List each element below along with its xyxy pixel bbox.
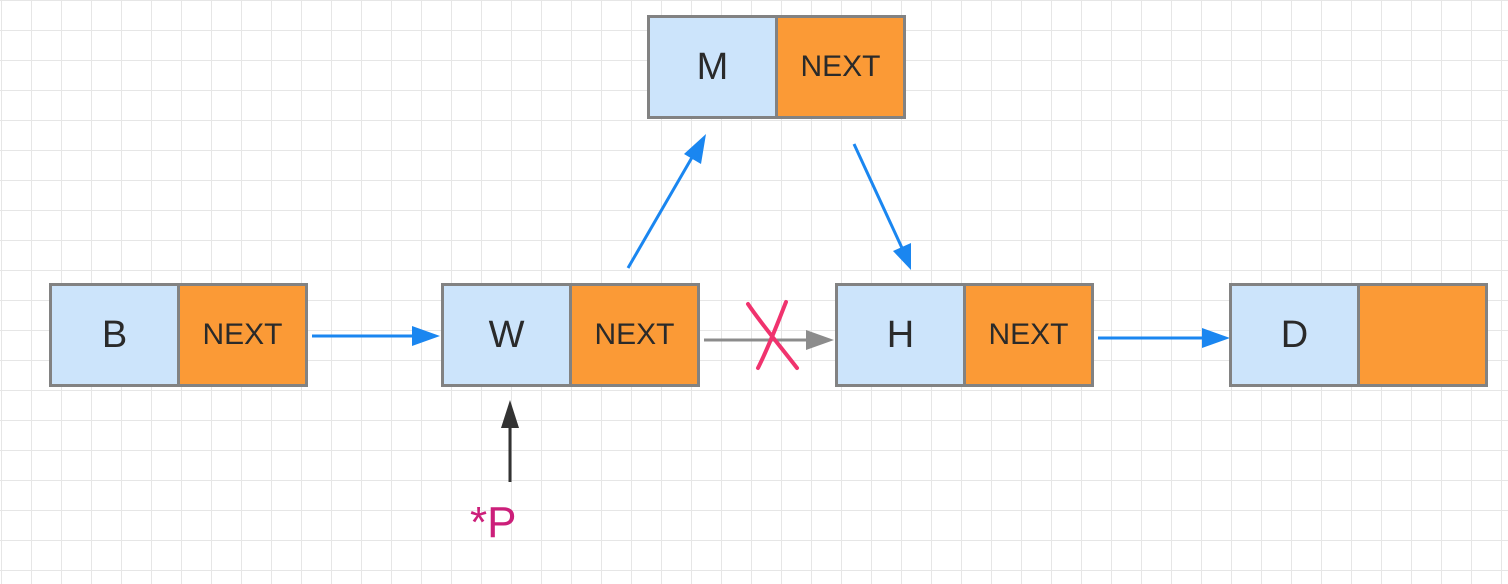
node-m: M NEXT	[647, 15, 907, 119]
arrow-b-to-w	[312, 326, 440, 346]
node-w: W NEXT	[441, 283, 701, 387]
arrow-w-to-h-removed	[704, 330, 834, 350]
node-m-data: M	[647, 15, 778, 119]
cross-mark-icon	[746, 300, 799, 370]
node-h-data: H	[835, 283, 966, 387]
node-h-next: NEXT	[963, 283, 1094, 387]
arrow-pointer-to-w	[501, 400, 519, 482]
node-d-next	[1357, 283, 1488, 387]
node-h: H NEXT	[835, 283, 1095, 387]
pointer-label: *P	[470, 498, 517, 547]
node-b-data: B	[49, 283, 180, 387]
node-w-next: NEXT	[569, 283, 700, 387]
node-m-next: NEXT	[775, 15, 906, 119]
node-b-next: NEXT	[177, 283, 308, 387]
arrow-m-to-h	[852, 143, 911, 270]
node-d: D	[1229, 283, 1489, 387]
node-d-data: D	[1229, 283, 1360, 387]
node-b: B NEXT	[49, 283, 309, 387]
arrow-w-to-m	[626, 134, 706, 269]
node-w-data: W	[441, 283, 572, 387]
arrow-h-to-d	[1098, 328, 1230, 348]
